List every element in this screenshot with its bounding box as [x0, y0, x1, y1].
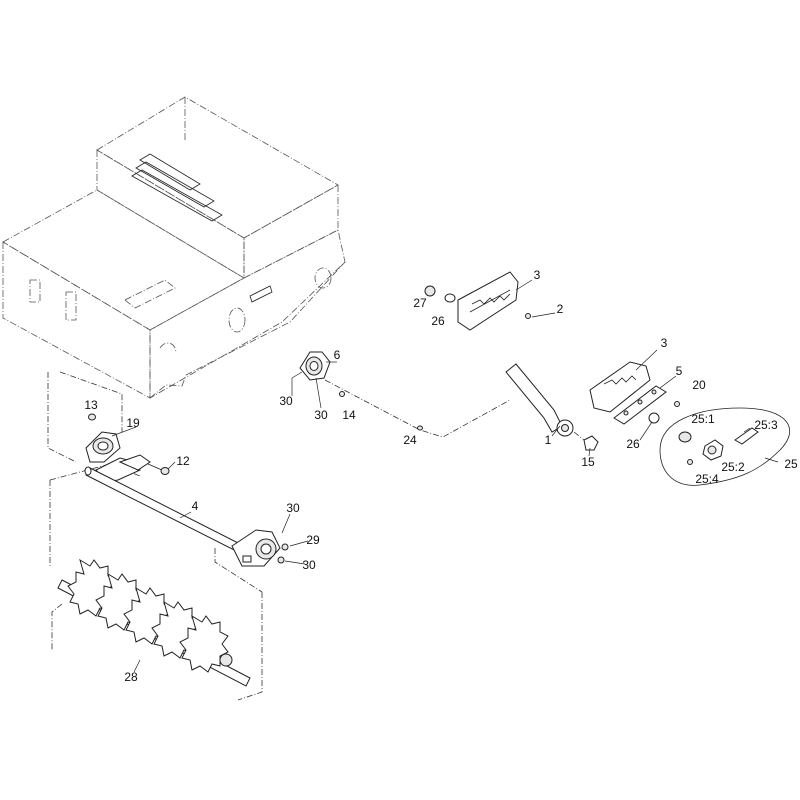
callout-c5: 5 — [676, 364, 683, 378]
washer — [281, 543, 289, 551]
callout-c27: 27 — [413, 296, 427, 310]
callout-c14: 14 — [342, 408, 356, 422]
washer — [648, 412, 660, 424]
shaft-axis-line — [324, 379, 511, 438]
callout-c3a: 3 — [534, 268, 541, 282]
callout-c30d: 30 — [302, 558, 316, 572]
callout-c25_4: 25:4 — [695, 472, 719, 486]
screw-small — [339, 391, 345, 397]
callout-c6: 6 — [334, 348, 341, 362]
warning-decals — [131, 153, 223, 222]
callout-c12: 12 — [176, 454, 190, 468]
callout-c25_1: 25:1 — [691, 412, 715, 426]
callout-c26b: 26 — [626, 437, 640, 451]
callout-c25_2: 25:2 — [721, 460, 745, 474]
shaft-bracket — [95, 454, 151, 483]
callout-c25_3: 25:3 — [754, 418, 778, 432]
callout-c4: 4 — [192, 499, 199, 513]
callout-c1: 1 — [545, 433, 552, 447]
callout-c28: 28 — [124, 670, 138, 684]
callout-c30b: 30 — [314, 408, 328, 422]
callout-c25: 25 — [784, 457, 798, 471]
control-lever — [505, 363, 574, 437]
bolt — [88, 413, 96, 421]
bearing-flange — [85, 431, 121, 463]
agitator-rotor — [57, 558, 251, 687]
pin — [417, 425, 423, 431]
lock-pin — [734, 427, 759, 445]
callout-c13: 13 — [84, 398, 98, 412]
drive-shaft — [84, 466, 251, 557]
lever-assembly — [424, 271, 790, 486]
index-plate-upper — [457, 271, 519, 331]
leader-lines — [111, 279, 779, 673]
bolt-small — [525, 313, 531, 319]
callout-c20: 20 — [692, 378, 706, 392]
washer — [444, 293, 456, 303]
nut — [424, 285, 436, 297]
bushing — [678, 431, 692, 443]
spring-pin — [674, 401, 680, 407]
knob — [583, 435, 599, 451]
callout-c19: 19 — [126, 416, 140, 430]
set-screw — [687, 459, 693, 465]
agitator-assembly — [47, 371, 289, 701]
handle-knob — [702, 439, 724, 461]
callout-c30c: 30 — [286, 501, 300, 515]
callout-c26a: 26 — [431, 314, 445, 328]
machine-body — [2, 96, 346, 399]
callout-c24: 24 — [403, 433, 417, 447]
callout-c30a: 30 — [279, 394, 293, 408]
bearing-flange-center — [299, 351, 331, 381]
callout-c15: 15 — [581, 455, 595, 469]
kit-outline — [659, 407, 790, 486]
screw — [147, 463, 170, 475]
index-plate-lower — [589, 361, 651, 413]
bearing-housing — [231, 529, 281, 567]
nameplate — [124, 279, 176, 309]
callout-c2: 2 — [557, 302, 564, 316]
callout-c3b: 3 — [661, 336, 668, 350]
callout-c29: 29 — [306, 533, 320, 547]
detent-plate — [613, 385, 667, 425]
washer — [277, 556, 285, 564]
